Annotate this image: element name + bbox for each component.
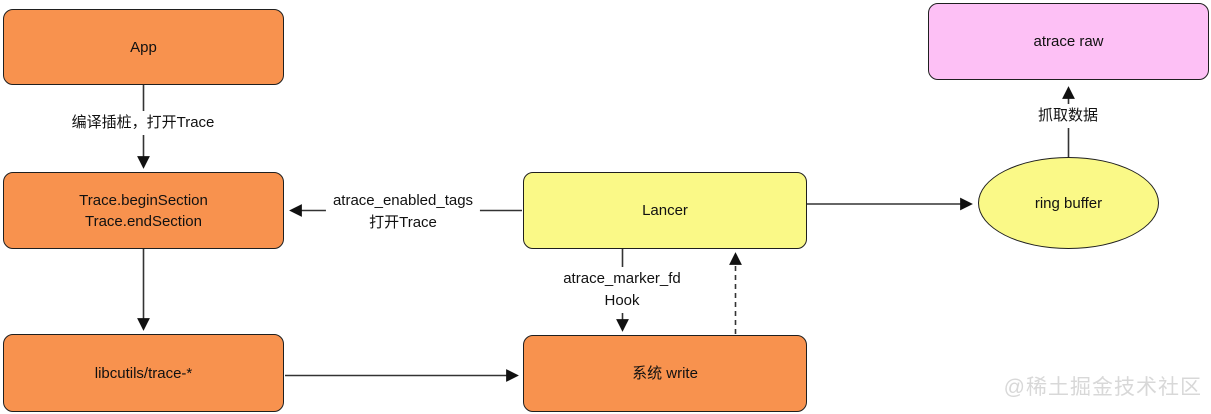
node-trace-section-line1: Trace.beginSection	[79, 191, 208, 209]
node-libcutils: libcutils/trace-*	[3, 334, 284, 412]
edge-label-enabled-tags: atrace_enabled_tags 打开Trace	[325, 189, 481, 235]
node-sys-write-label: 系统 write	[632, 365, 698, 382]
edge-label-marker-fd-line1: atrace_marker_fd	[563, 270, 681, 287]
node-trace-section: Trace.beginSection Trace.endSection	[3, 172, 284, 249]
edge-label-enabled-tags-line2: 打开Trace	[369, 214, 437, 231]
node-atrace-raw: atrace raw	[928, 3, 1209, 80]
node-app-label: App	[130, 38, 157, 56]
edge-label-compile-instrument-text: 编译插桩，打开Trace	[71, 114, 215, 131]
node-lancer-label: Lancer	[642, 202, 688, 219]
node-sys-write: 系统 write	[523, 335, 807, 412]
edge-label-marker-fd-line2: Hook	[604, 292, 640, 309]
node-app: App	[3, 9, 284, 85]
node-ring-buffer: ring buffer	[978, 157, 1159, 249]
node-atrace-raw-label: atrace raw	[1033, 33, 1104, 50]
node-libcutils-label: libcutils/trace-*	[94, 364, 193, 382]
edge-label-capture-data: 抓取数据	[1030, 104, 1106, 128]
edge-label-capture-data-text: 抓取数据	[1037, 107, 1099, 124]
edge-label-compile-instrument: 编译插桩，打开Trace	[64, 111, 222, 135]
node-lancer: Lancer	[523, 172, 807, 249]
node-trace-section-line2: Trace.endSection	[84, 212, 202, 230]
edge-label-enabled-tags-line1: atrace_enabled_tags	[332, 192, 474, 209]
edge-label-marker-fd: atrace_marker_fd Hook	[556, 267, 688, 313]
watermark: @稀土掘金技术社区	[1003, 376, 1202, 399]
node-ring-buffer-label: ring buffer	[1034, 194, 1103, 212]
